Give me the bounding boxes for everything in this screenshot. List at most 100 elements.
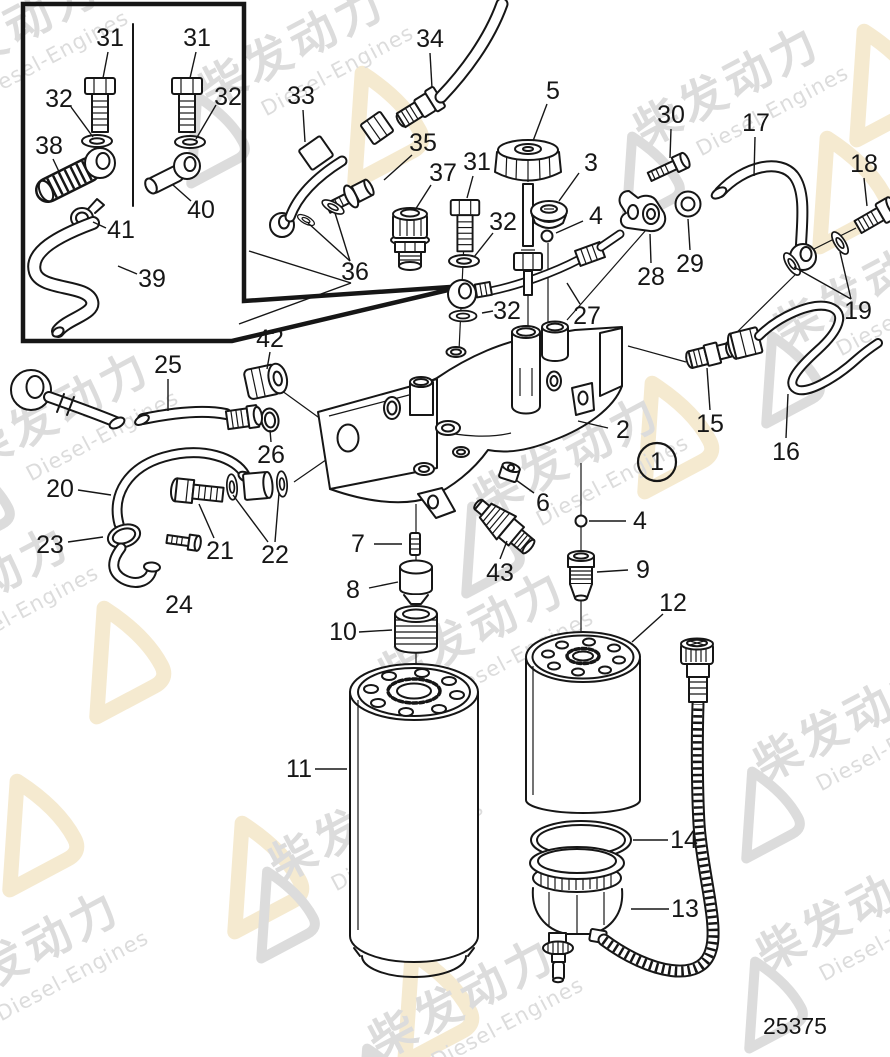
- callout-label-7: 7: [351, 530, 365, 558]
- watermark-logo-icon: [744, 956, 808, 1054]
- callout-label-21: 21: [206, 537, 234, 565]
- callout-label-38: 38: [35, 132, 63, 160]
- leader-line-33: [302, 109, 306, 143]
- part-17-hose: [710, 160, 817, 271]
- callout-label-27: 27: [573, 302, 601, 330]
- watermark-logo-icon: [0, 456, 15, 554]
- part-21-banjo-bolt: [169, 477, 225, 505]
- part-12-fuel-filter: [525, 631, 641, 814]
- watermark-logo-accent-icon: [89, 600, 172, 725]
- part-25-hose: [10, 369, 264, 431]
- part-9-fitting: [567, 550, 595, 602]
- leader-line-19: [839, 251, 852, 300]
- diagram-line-art: [10, 0, 890, 984]
- callout-label-1: 1: [650, 448, 664, 476]
- leader-line-32: [70, 106, 94, 138]
- callout-label-41: 41: [107, 216, 135, 244]
- leader-line-31: [466, 175, 474, 199]
- part-32-lower-washer: [448, 309, 478, 323]
- leader-line-17: [753, 136, 756, 177]
- leader-line-9: [596, 569, 629, 573]
- part-7-pin: [409, 532, 421, 556]
- callout-label-33: 33: [287, 82, 315, 110]
- part-13-separator-bowl: [529, 846, 625, 984]
- part-29-grommet: [674, 190, 702, 218]
- part-22-washers: [225, 470, 289, 501]
- part-8-piston: [399, 559, 433, 605]
- callout-label-37: 37: [429, 159, 457, 187]
- part-23-clamp: [106, 523, 202, 552]
- leader-line-8: [368, 581, 399, 589]
- part-28-bracket: [618, 190, 667, 233]
- leader-line-36: [238, 282, 352, 325]
- callout-label-32: 32: [489, 208, 517, 236]
- watermark-logo-icon: [621, 131, 685, 229]
- part-6-plug: [498, 461, 521, 483]
- callout-label-26: 26: [257, 441, 285, 469]
- part-30-screw: [646, 151, 691, 182]
- callout-label-3: 3: [584, 149, 598, 177]
- leader-line-40: [172, 184, 192, 202]
- callout-label-32: 32: [493, 297, 521, 325]
- part-4-ball-upper: [540, 229, 554, 243]
- watermark-logo-accent-icon: [849, 23, 890, 148]
- callout-label-14: 14: [670, 826, 698, 854]
- callout-label-18: 18: [850, 150, 878, 178]
- callout-label-40: 40: [187, 196, 215, 224]
- leader-line-29: [687, 218, 691, 251]
- leader-line-5: [532, 103, 548, 142]
- watermark-logo-accent-icon: [347, 65, 430, 190]
- leader-line-6: [515, 479, 535, 494]
- inset-detail-box: [20, 1, 466, 344]
- part-35-banjo-bolt: [324, 178, 375, 214]
- leader-line-31: [189, 51, 197, 79]
- watermark-logo-accent-icon: [397, 945, 480, 1057]
- leader-line-32: [473, 232, 494, 258]
- leader-line-34: [429, 52, 433, 89]
- callout-label-19: 19: [844, 297, 872, 325]
- leader-line-12: [631, 613, 664, 643]
- callout-label-17: 17: [742, 109, 770, 137]
- callout-label-4: 4: [633, 507, 647, 535]
- watermark-logo-icon: [256, 866, 320, 964]
- leader-line-36: [334, 212, 351, 262]
- callout-label-30: 30: [657, 101, 685, 129]
- leader-line-26: [269, 429, 272, 443]
- part-33-fuel-pipe: [269, 111, 394, 238]
- leader-line-32: [195, 104, 217, 140]
- callout-label-31: 31: [463, 148, 491, 176]
- part-24-hose: [108, 542, 161, 588]
- callout-label-5: 5: [546, 77, 560, 105]
- leader-line-37: [414, 184, 432, 211]
- yellow-watermark-layer: [2, 23, 890, 1057]
- leader-line-30: [669, 128, 672, 159]
- callout-label-6: 6: [536, 489, 550, 517]
- leader-line-20: [77, 489, 112, 496]
- callout-label-24: 24: [165, 591, 193, 619]
- callout-label-32: 32: [214, 83, 242, 111]
- callout-label-35: 35: [409, 129, 437, 157]
- leader-line-31: [102, 51, 109, 79]
- part-31-center-bolt: [449, 199, 481, 253]
- leader-line-15: [706, 367, 711, 411]
- callout-label-42: 42: [256, 325, 284, 353]
- leader-line-23: [67, 536, 104, 543]
- callout-label-28: 28: [637, 263, 665, 291]
- callout-label-10: 10: [329, 618, 357, 646]
- part-4-ball-lower: [574, 514, 588, 528]
- part-39-hose: [27, 216, 100, 338]
- leader-line-22: [232, 494, 269, 543]
- callout-label-4: 4: [589, 202, 603, 230]
- leader-line-38: [52, 158, 63, 179]
- leader-line-4: [555, 220, 584, 234]
- part-27-fuel-pipe: [447, 229, 625, 309]
- part-32-washer-right: [174, 135, 206, 149]
- callout-label-8: 8: [346, 576, 360, 604]
- leader-line-35: [383, 154, 413, 181]
- leader-line-32: [481, 310, 494, 314]
- callout-circle-1: [636, 441, 678, 483]
